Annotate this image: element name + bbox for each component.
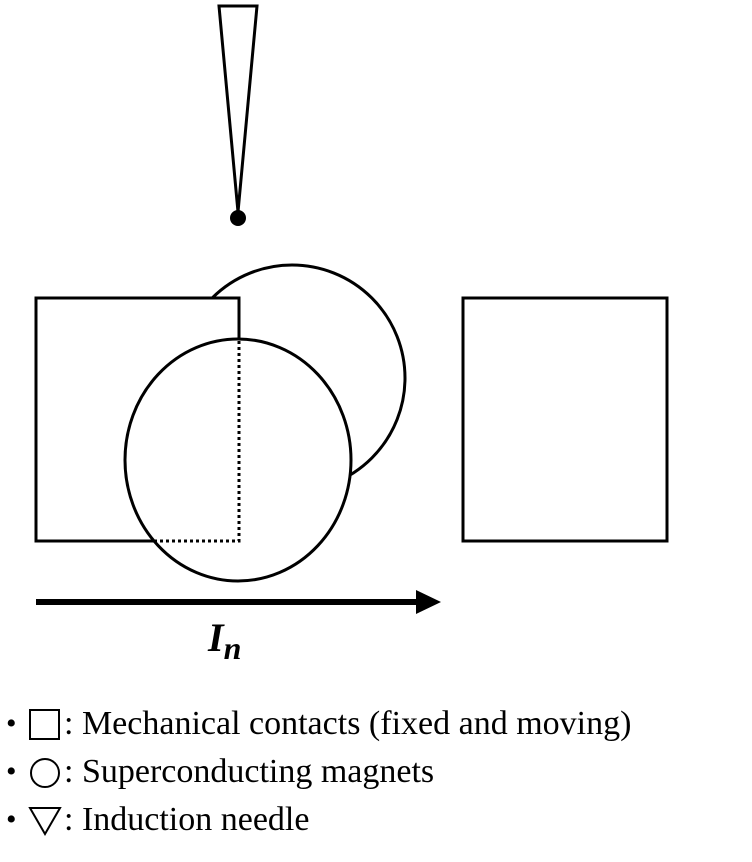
current-subscript: n [224, 630, 242, 666]
legend-item-needle: • : Induction needle [6, 796, 631, 844]
triangle-down-icon [28, 807, 62, 837]
legend: • : Mechanical contacts (fixed and movin… [6, 700, 631, 844]
bullet: • [6, 707, 17, 740]
legend-item-contacts: • : Mechanical contacts (fixed and movin… [6, 700, 631, 748]
contact-diagram: In [34, 4, 669, 666]
legend-item-magnets: • : Superconducting magnets [6, 748, 631, 796]
current-arrow-head [416, 590, 441, 614]
moving-contact [461, 296, 669, 543]
lower-magnet [123, 337, 353, 583]
square-icon [29, 709, 60, 740]
bullet: • [6, 803, 17, 836]
hidden-contact-edge [155, 341, 241, 543]
legend-text-contacts: : Mechanical contacts (fixed and moving) [64, 705, 632, 742]
legend-text-magnets: : Superconducting magnets [64, 753, 435, 790]
induction-needle [217, 4, 259, 213]
needle-tip [230, 210, 246, 226]
current-label: In [207, 615, 241, 666]
legend-text-needle: : Induction needle [64, 801, 310, 838]
bullet: • [6, 755, 17, 788]
circle-icon [30, 758, 60, 788]
